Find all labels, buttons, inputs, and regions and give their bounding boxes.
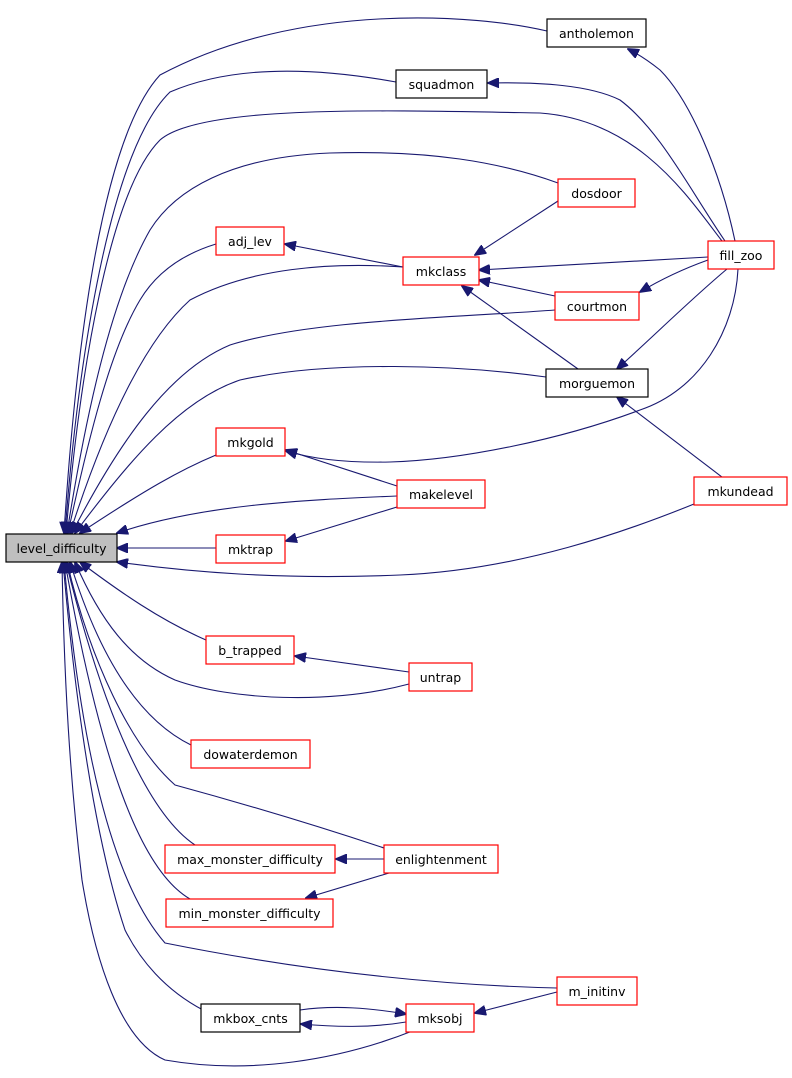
node-b_trapped[interactable]: b_trapped: [205, 635, 295, 665]
edge-mksobj-to-level_difficulty: [62, 562, 416, 1067]
node-fill_zoo[interactable]: fill_zoo: [707, 240, 775, 270]
node-label: level_difficulty: [16, 541, 107, 556]
node-adj_lev[interactable]: adj_lev: [215, 226, 285, 256]
edge-squadmon-to-level_difficulty: [65, 70, 397, 533]
node-label: mktrap: [228, 542, 273, 557]
node-untrap[interactable]: untrap: [408, 662, 473, 692]
nodes-layer: level_difficulty antholemon squadmon dos…: [5, 18, 788, 1033]
node-antholemon[interactable]: antholemon: [546, 18, 647, 48]
edge-antholemon-to-level_difficulty: [64, 17, 548, 533]
edges-layer: [62, 17, 739, 1067]
node-label: enlightenment: [395, 852, 487, 867]
node-label: antholemon: [559, 26, 634, 41]
node-label: max_monster_difficulty: [177, 852, 323, 867]
node-label: fill_zoo: [720, 248, 763, 263]
edge-mkbox_cnts-to-level_difficulty: [63, 562, 204, 1011]
edge-mksobj-to-mkbox_cnts: [301, 1022, 407, 1026]
node-label: m_initinv: [569, 984, 627, 999]
edge-mkgold-to-level_difficulty: [80, 454, 217, 533]
node-label: untrap: [420, 670, 462, 685]
edge-untrap-to-level_difficulty: [75, 562, 410, 699]
edge-adj_lev-to-level_difficulty: [68, 243, 217, 533]
edge-mkclass-to-level_difficulty: [70, 264, 404, 533]
node-label: adj_lev: [228, 234, 272, 249]
edge-enlightenment-to-min_monster_difficulty: [306, 872, 390, 898]
edge-morguemon-to-level_difficulty: [75, 365, 547, 533]
node-dosdoor[interactable]: dosdoor: [557, 178, 636, 208]
edge-fill_zoo-to-mkclass: [479, 256, 709, 270]
node-mkbox_cnts[interactable]: mkbox_cnts: [200, 1003, 301, 1033]
edge-min_monster_difficulty-to-level_difficulty: [65, 562, 191, 900]
edge-mkbox_cnts-to-mksobj: [299, 1006, 406, 1014]
node-courtmon[interactable]: courtmon: [554, 291, 640, 321]
node-mksobj[interactable]: mksobj: [405, 1003, 475, 1033]
node-label: b_trapped: [218, 643, 281, 658]
edge-fill_zoo-to-squadmon: [488, 83, 726, 242]
node-label: min_monster_difficulty: [178, 906, 321, 921]
edge-fill_zoo-to-morguemon: [617, 268, 728, 369]
node-mktrap[interactable]: mktrap: [215, 534, 286, 564]
node-label: courtmon: [567, 299, 627, 314]
edge-m_initinv-to-level_difficulty: [64, 562, 558, 989]
edge-courtmon-to-mkclass: [479, 280, 556, 297]
node-label: squadmon: [409, 77, 475, 92]
node-label: mkbox_cnts: [213, 1011, 287, 1026]
node-label: dosdoor: [571, 186, 622, 201]
node-max_monster_difficulty[interactable]: max_monster_difficulty: [164, 844, 336, 874]
node-dowaterdemon[interactable]: dowaterdemon: [190, 739, 311, 769]
node-mkundead[interactable]: mkundead: [693, 476, 788, 506]
edge-dowaterdemon-to-level_difficulty: [70, 562, 192, 746]
node-mkclass[interactable]: mkclass: [402, 256, 480, 286]
edge-courtmon-to-level_difficulty: [72, 309, 556, 533]
node-makelevel[interactable]: makelevel: [396, 479, 486, 509]
node-m_initinv[interactable]: m_initinv: [556, 976, 638, 1006]
node-label: morguemon: [559, 376, 635, 391]
node-level_difficulty[interactable]: level_difficulty: [5, 533, 118, 563]
edge-untrap-to-b_trapped: [295, 656, 410, 673]
node-enlightenment[interactable]: enlightenment: [383, 844, 499, 874]
node-morguemon[interactable]: morguemon: [545, 368, 649, 398]
edge-makelevel-to-mktrap: [286, 506, 398, 541]
edge-makelevel-to-mkgold: [286, 450, 398, 487]
edge-dosdoor-to-level_difficulty: [67, 152, 559, 533]
edge-max_monster_difficulty-to-level_difficulty: [66, 562, 196, 846]
node-min_monster_difficulty[interactable]: min_monster_difficulty: [165, 898, 334, 928]
edge-mkundead-to-level_difficulty: [117, 503, 695, 578]
node-label: makelevel: [409, 487, 473, 502]
edge-morguemon-to-mkclass: [462, 286, 579, 370]
node-label: dowaterdemon: [203, 747, 297, 762]
node-label: mksobj: [418, 1011, 463, 1026]
node-label: mkclass: [416, 264, 466, 279]
edge-makelevel-to-level_difficulty: [117, 495, 398, 533]
edge-b_trapped-to-level_difficulty: [80, 562, 207, 641]
edge-mkundead-to-morguemon: [617, 397, 723, 478]
edge-enlightenment-to-level_difficulty: [67, 562, 385, 849]
edge-fill_zoo-to-antholemon: [628, 49, 736, 242]
node-label: mkgold: [227, 435, 273, 450]
edge-fill_zoo-to-level_difficulty: [66, 110, 723, 533]
edge-dosdoor-to-mkclass: [475, 200, 559, 255]
edge-fill_zoo-to-courtmon: [640, 259, 709, 292]
edge-mkclass-to-adj_lev: [285, 244, 404, 268]
node-label: mkundead: [707, 484, 773, 499]
edge-m_initinv-to-mksobj: [475, 991, 558, 1013]
edge-fill_zoo-to-mkgold: [286, 268, 739, 463]
node-mkgold[interactable]: mkgold: [215, 427, 286, 457]
node-squadmon[interactable]: squadmon: [395, 69, 488, 99]
